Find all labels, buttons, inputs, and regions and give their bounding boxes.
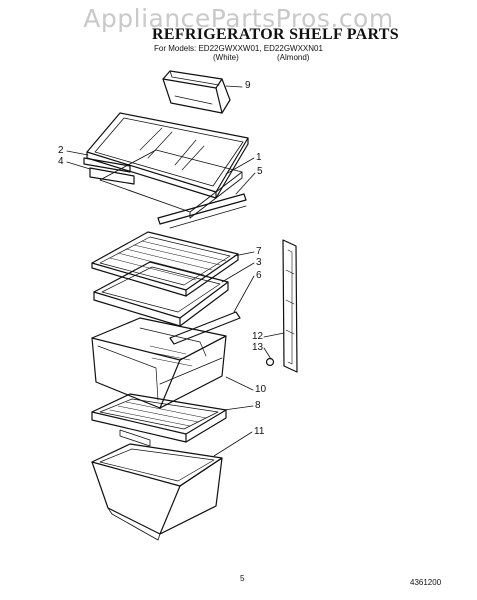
callout-6: 6 [256,270,262,281]
part-10-crisper-drawer [92,318,226,408]
models-line: For Models: ED22GWXXW01, ED22GWXXN01 [154,44,323,53]
part-3-7-wire-shelf [92,232,240,344]
callout-11: 11 [254,426,265,437]
callout-9: 9 [245,80,251,91]
callout-leaders [67,86,284,456]
callout-7: 7 [256,246,262,257]
part-9-bin [163,71,230,113]
callout-10: 10 [255,384,267,395]
part-8-drawer-cover [92,394,226,446]
variant-white: (White) [213,53,239,62]
callout-13: 13 [252,342,264,353]
callout-4: 4 [58,156,64,167]
callout-5: 5 [257,166,263,177]
callout-12: 12 [252,331,264,342]
page-number: 5 [240,574,245,583]
part-12-13-rail [267,240,298,372]
callout-3: 3 [256,257,262,268]
watermark: AppliancePartsPros.com [83,4,394,33]
callout-1: 1 [256,152,262,163]
variant-almond: (Almond) [277,53,310,62]
callout-2: 2 [58,145,64,156]
part-1-2-4-glass-shelf [84,113,248,228]
diagram-title: REFRIGERATOR SHELF PARTS [152,26,399,43]
part-11-lower-pan [92,444,222,540]
model-variants: (White) (Almond) [0,53,477,65]
callout-8: 8 [255,400,261,411]
document-number: 4361200 [410,578,442,587]
